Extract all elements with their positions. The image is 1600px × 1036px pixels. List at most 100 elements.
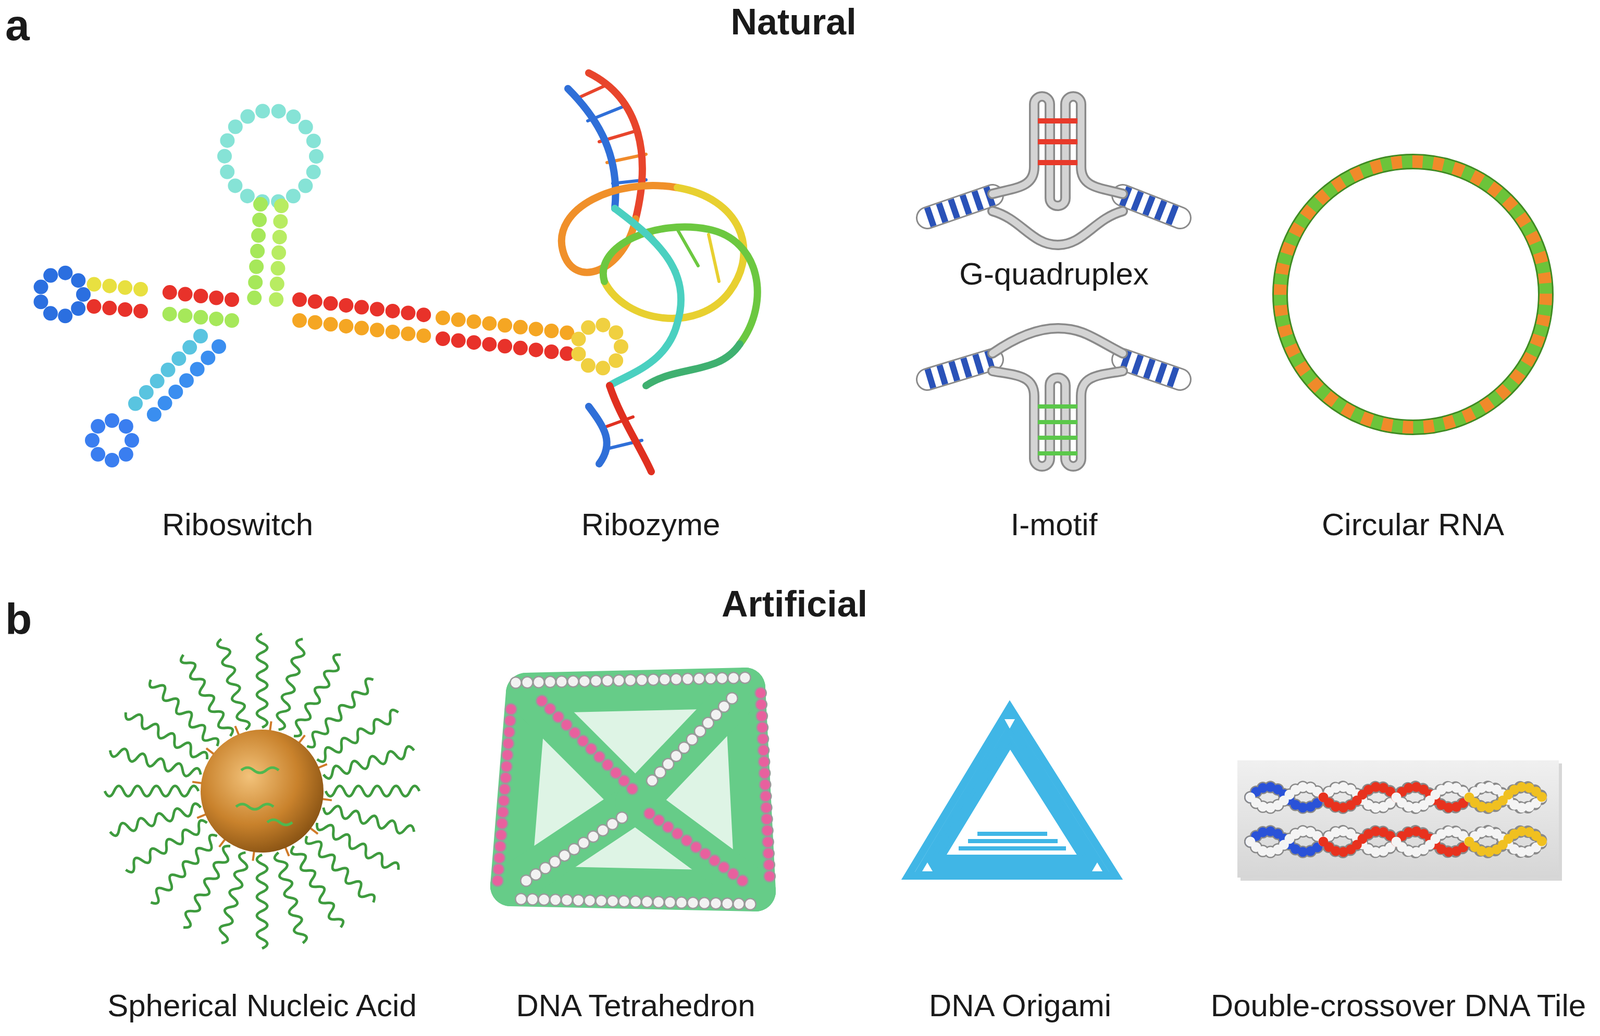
helix-line — [918, 717, 1107, 871]
panel-letter: a — [5, 0, 30, 51]
dna-strand — [321, 745, 416, 780]
bar — [1037, 435, 1078, 440]
ring — [1280, 161, 1546, 428]
helix-line — [930, 731, 1094, 864]
helix-line — [977, 831, 1048, 836]
dna-strand — [122, 707, 210, 764]
dna-strand — [289, 651, 345, 739]
strand — [1323, 830, 1397, 852]
edge — [526, 687, 746, 693]
structure-caption: Double-crossover DNA Tile — [1210, 987, 1586, 1024]
helix-line — [936, 738, 1087, 861]
edge — [635, 802, 756, 891]
dna-strand — [314, 817, 402, 874]
strand — [609, 208, 681, 386]
dna-strand — [325, 785, 420, 797]
dna-strand — [303, 832, 377, 906]
tube — [992, 328, 1123, 354]
strand — [1250, 786, 1324, 808]
gold-core — [200, 729, 324, 853]
tube — [992, 370, 1123, 467]
helix — [1122, 195, 1181, 218]
helix-line — [924, 724, 1100, 867]
loop-beads — [39, 272, 84, 317]
tube — [992, 370, 1123, 467]
c-pair-bars — [1037, 406, 1078, 454]
helix-line — [958, 846, 1066, 851]
edge — [526, 692, 636, 803]
dna-strand — [178, 843, 235, 930]
arm-beads — [156, 290, 232, 300]
strand — [1469, 786, 1543, 808]
tube — [992, 328, 1123, 354]
strand — [1250, 830, 1543, 852]
dna-strand — [216, 637, 251, 731]
tube — [992, 211, 1123, 245]
strand — [1323, 830, 1397, 852]
strand — [1250, 830, 1324, 852]
strand — [609, 385, 652, 472]
strand — [1250, 786, 1324, 808]
ribozyme-figure — [561, 72, 758, 472]
helix — [927, 195, 993, 218]
dx-tile-figure — [1237, 760, 1562, 881]
helix — [1122, 359, 1181, 380]
beads — [526, 815, 626, 881]
beads — [648, 812, 743, 881]
strand — [1469, 830, 1543, 852]
helix-line — [904, 703, 1120, 878]
panel-title: Artificial — [721, 583, 868, 626]
helix — [1122, 195, 1181, 218]
helix — [927, 359, 993, 380]
structure-caption: Riboswitch — [162, 506, 314, 543]
arm-beads — [442, 317, 574, 334]
strand — [1396, 786, 1470, 808]
rung — [677, 229, 699, 266]
structure-caption: G-quadruplex — [959, 255, 1149, 292]
loop-beads — [577, 324, 622, 369]
dna-tetrahedron-figure — [497, 677, 771, 904]
structure-caption: DNA Tetrahedron — [515, 987, 755, 1024]
notch — [1092, 862, 1103, 872]
strand — [1323, 786, 1397, 808]
notch — [922, 862, 933, 872]
dna-strand — [256, 633, 268, 728]
beads — [541, 700, 636, 792]
structure-caption: Circular RNA — [1321, 506, 1505, 543]
g-tetrad-bars — [1037, 120, 1078, 163]
dna-strand — [241, 767, 279, 773]
bar — [1037, 139, 1078, 145]
arm-beads — [299, 299, 428, 316]
dna-strand — [108, 802, 203, 837]
loop-beads — [92, 420, 132, 461]
loop-beads — [224, 110, 317, 203]
strand — [1469, 830, 1543, 852]
strand-beads — [497, 677, 771, 904]
edge — [510, 802, 636, 886]
dna-strand — [303, 675, 377, 750]
strand-underlay — [1250, 786, 1543, 852]
structure-caption: I-motif — [1010, 506, 1098, 543]
structure-caption: DNA Origami — [928, 987, 1112, 1024]
strand — [604, 187, 744, 319]
dna-strand — [321, 802, 416, 837]
arm-beads — [93, 306, 141, 312]
dna-strand — [267, 819, 293, 825]
dna-strand — [273, 850, 308, 945]
beads — [497, 700, 512, 881]
strand — [1250, 830, 1543, 852]
panel-letter: b — [5, 593, 32, 645]
bottom-stack — [958, 833, 1066, 849]
front-strands — [236, 767, 293, 825]
cage-edges — [510, 687, 756, 891]
bar — [1037, 451, 1078, 456]
arm-beads — [145, 346, 219, 424]
strand — [1250, 830, 1324, 852]
beads — [646, 698, 733, 787]
rung — [708, 234, 719, 282]
helix — [1122, 195, 1181, 218]
tube — [992, 96, 1123, 206]
helix — [927, 195, 993, 218]
beads — [646, 698, 733, 787]
